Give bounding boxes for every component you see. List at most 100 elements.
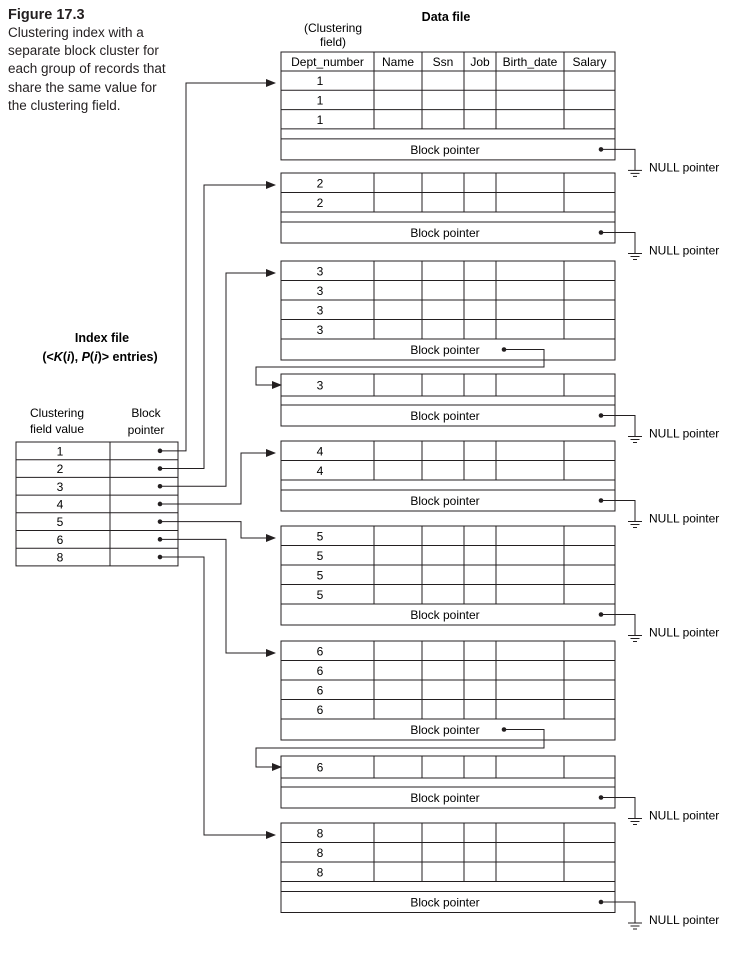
index-col-value-header: Clustering [30, 406, 84, 420]
dept-number-cell: 6 [317, 644, 324, 658]
block-border [280, 440, 616, 512]
dept-number-cell: 3 [317, 303, 324, 317]
block-pointer-label: Block pointer [410, 343, 479, 357]
index-file-subtitle: (<K(i), P(i)> entries) [42, 350, 157, 364]
block-pointer-label: Block pointer [410, 723, 479, 737]
index-value-cell: 3 [57, 480, 64, 494]
null-pointer-label: NULL pointer [649, 809, 719, 823]
dept-number-cell: 5 [317, 549, 324, 563]
null-pointer-label: NULL pointer [649, 244, 719, 258]
data-file-title: Data file [422, 10, 471, 24]
index-value-cell: 6 [57, 533, 64, 547]
dept-number-cell: 8 [317, 826, 324, 840]
null-pointer-label: NULL pointer [649, 512, 719, 526]
block-border [280, 822, 616, 913]
block-pointer-label: Block pointer [410, 896, 479, 910]
block-border [280, 755, 616, 809]
column-header: Birth_date [503, 55, 558, 69]
dept-number-cell: 5 [317, 529, 324, 543]
column-header: Job [470, 55, 490, 69]
block-pointer-label: Block pointer [410, 409, 479, 423]
null-pointer-label: NULL pointer [649, 427, 719, 441]
block-pointer-label: Block pointer [410, 143, 479, 157]
index-pointer-arrow [160, 79, 276, 452]
block-pointer-label: Block pointer [410, 226, 479, 240]
block-chain-arrow [255, 349, 545, 389]
index-value-cell: 8 [57, 551, 64, 565]
column-header: Ssn [433, 55, 454, 69]
clustering-field-note: (Clustering [304, 21, 362, 35]
index-col-pointer-header: Block [131, 406, 161, 420]
dept-number-cell: 4 [317, 444, 324, 458]
index-pointer-arrow [160, 538, 276, 657]
data-file-header: Dept_number Name Ssn Job Birth_date Salary [280, 51, 616, 72]
clustering-field-note: field) [320, 35, 346, 49]
column-header: Name [382, 55, 414, 69]
null-pointer-label: NULL pointer [649, 160, 719, 174]
index-value-cell: 5 [57, 515, 64, 529]
block-pointer-label: Block pointer [410, 791, 479, 805]
block-border [280, 640, 616, 741]
dept-number-cell: 3 [317, 264, 324, 278]
block-pointer-label: Block pointer [410, 494, 479, 508]
null-pointer-label: NULL pointer [649, 913, 719, 927]
column-header: Salary [572, 55, 606, 69]
block-pointer-label: Block pointer [410, 608, 479, 622]
null-pointer-line [601, 148, 636, 171]
block-border [280, 525, 616, 626]
dept-number-cell: 5 [317, 588, 324, 602]
dept-number-cell: 4 [317, 464, 324, 478]
index-file-title: Index file [75, 331, 129, 345]
block-border [280, 260, 616, 361]
dept-number-cell: 3 [317, 379, 324, 393]
index-value-cell: 4 [57, 497, 64, 511]
block-border [280, 373, 616, 427]
dept-number-cell: 8 [317, 846, 324, 860]
figure-label: Figure 17.3 [8, 7, 85, 23]
dept-number-cell: 1 [317, 113, 324, 127]
block-border [280, 172, 616, 244]
index-table: 1 2 3 4 5 6 8 [15, 441, 179, 567]
dept-number-cell: 8 [317, 865, 324, 879]
dept-number-cell: 3 [317, 284, 324, 298]
null-pointer-line [601, 415, 636, 437]
column-header: Dept_number [291, 55, 364, 69]
dept-number-cell: 6 [317, 683, 324, 697]
dept-number-cell: 6 [317, 761, 324, 775]
block-border [280, 70, 616, 161]
figure-caption: Figure 17.3 Clustering index with a sepa… [8, 7, 176, 115]
index-pointer-arrow [160, 521, 276, 542]
null-pointer-label: NULL pointer [649, 626, 719, 640]
index-border [15, 441, 179, 567]
null-pointer-line [601, 614, 636, 636]
index-pointer-arrow [160, 181, 276, 470]
dept-number-cell: 6 [317, 703, 324, 717]
index-value-cell: 1 [57, 444, 64, 458]
dept-number-cell: 5 [317, 568, 324, 582]
dept-number-cell: 2 [317, 196, 324, 210]
dept-number-cell: 1 [317, 74, 324, 88]
dept-number-cell: 6 [317, 664, 324, 678]
index-pointer-arrow [160, 269, 276, 487]
index-value-cell: 2 [57, 462, 64, 476]
null-pointer-line [601, 901, 636, 923]
index-pointer-arrow [160, 556, 276, 839]
null-pointer-line [601, 232, 636, 254]
index-col-pointer-header: pointer [128, 423, 165, 437]
dept-number-cell: 2 [317, 176, 324, 190]
null-pointer-line [601, 500, 636, 522]
block-chain-arrow [255, 729, 545, 771]
index-pointer-arrow [160, 449, 276, 505]
